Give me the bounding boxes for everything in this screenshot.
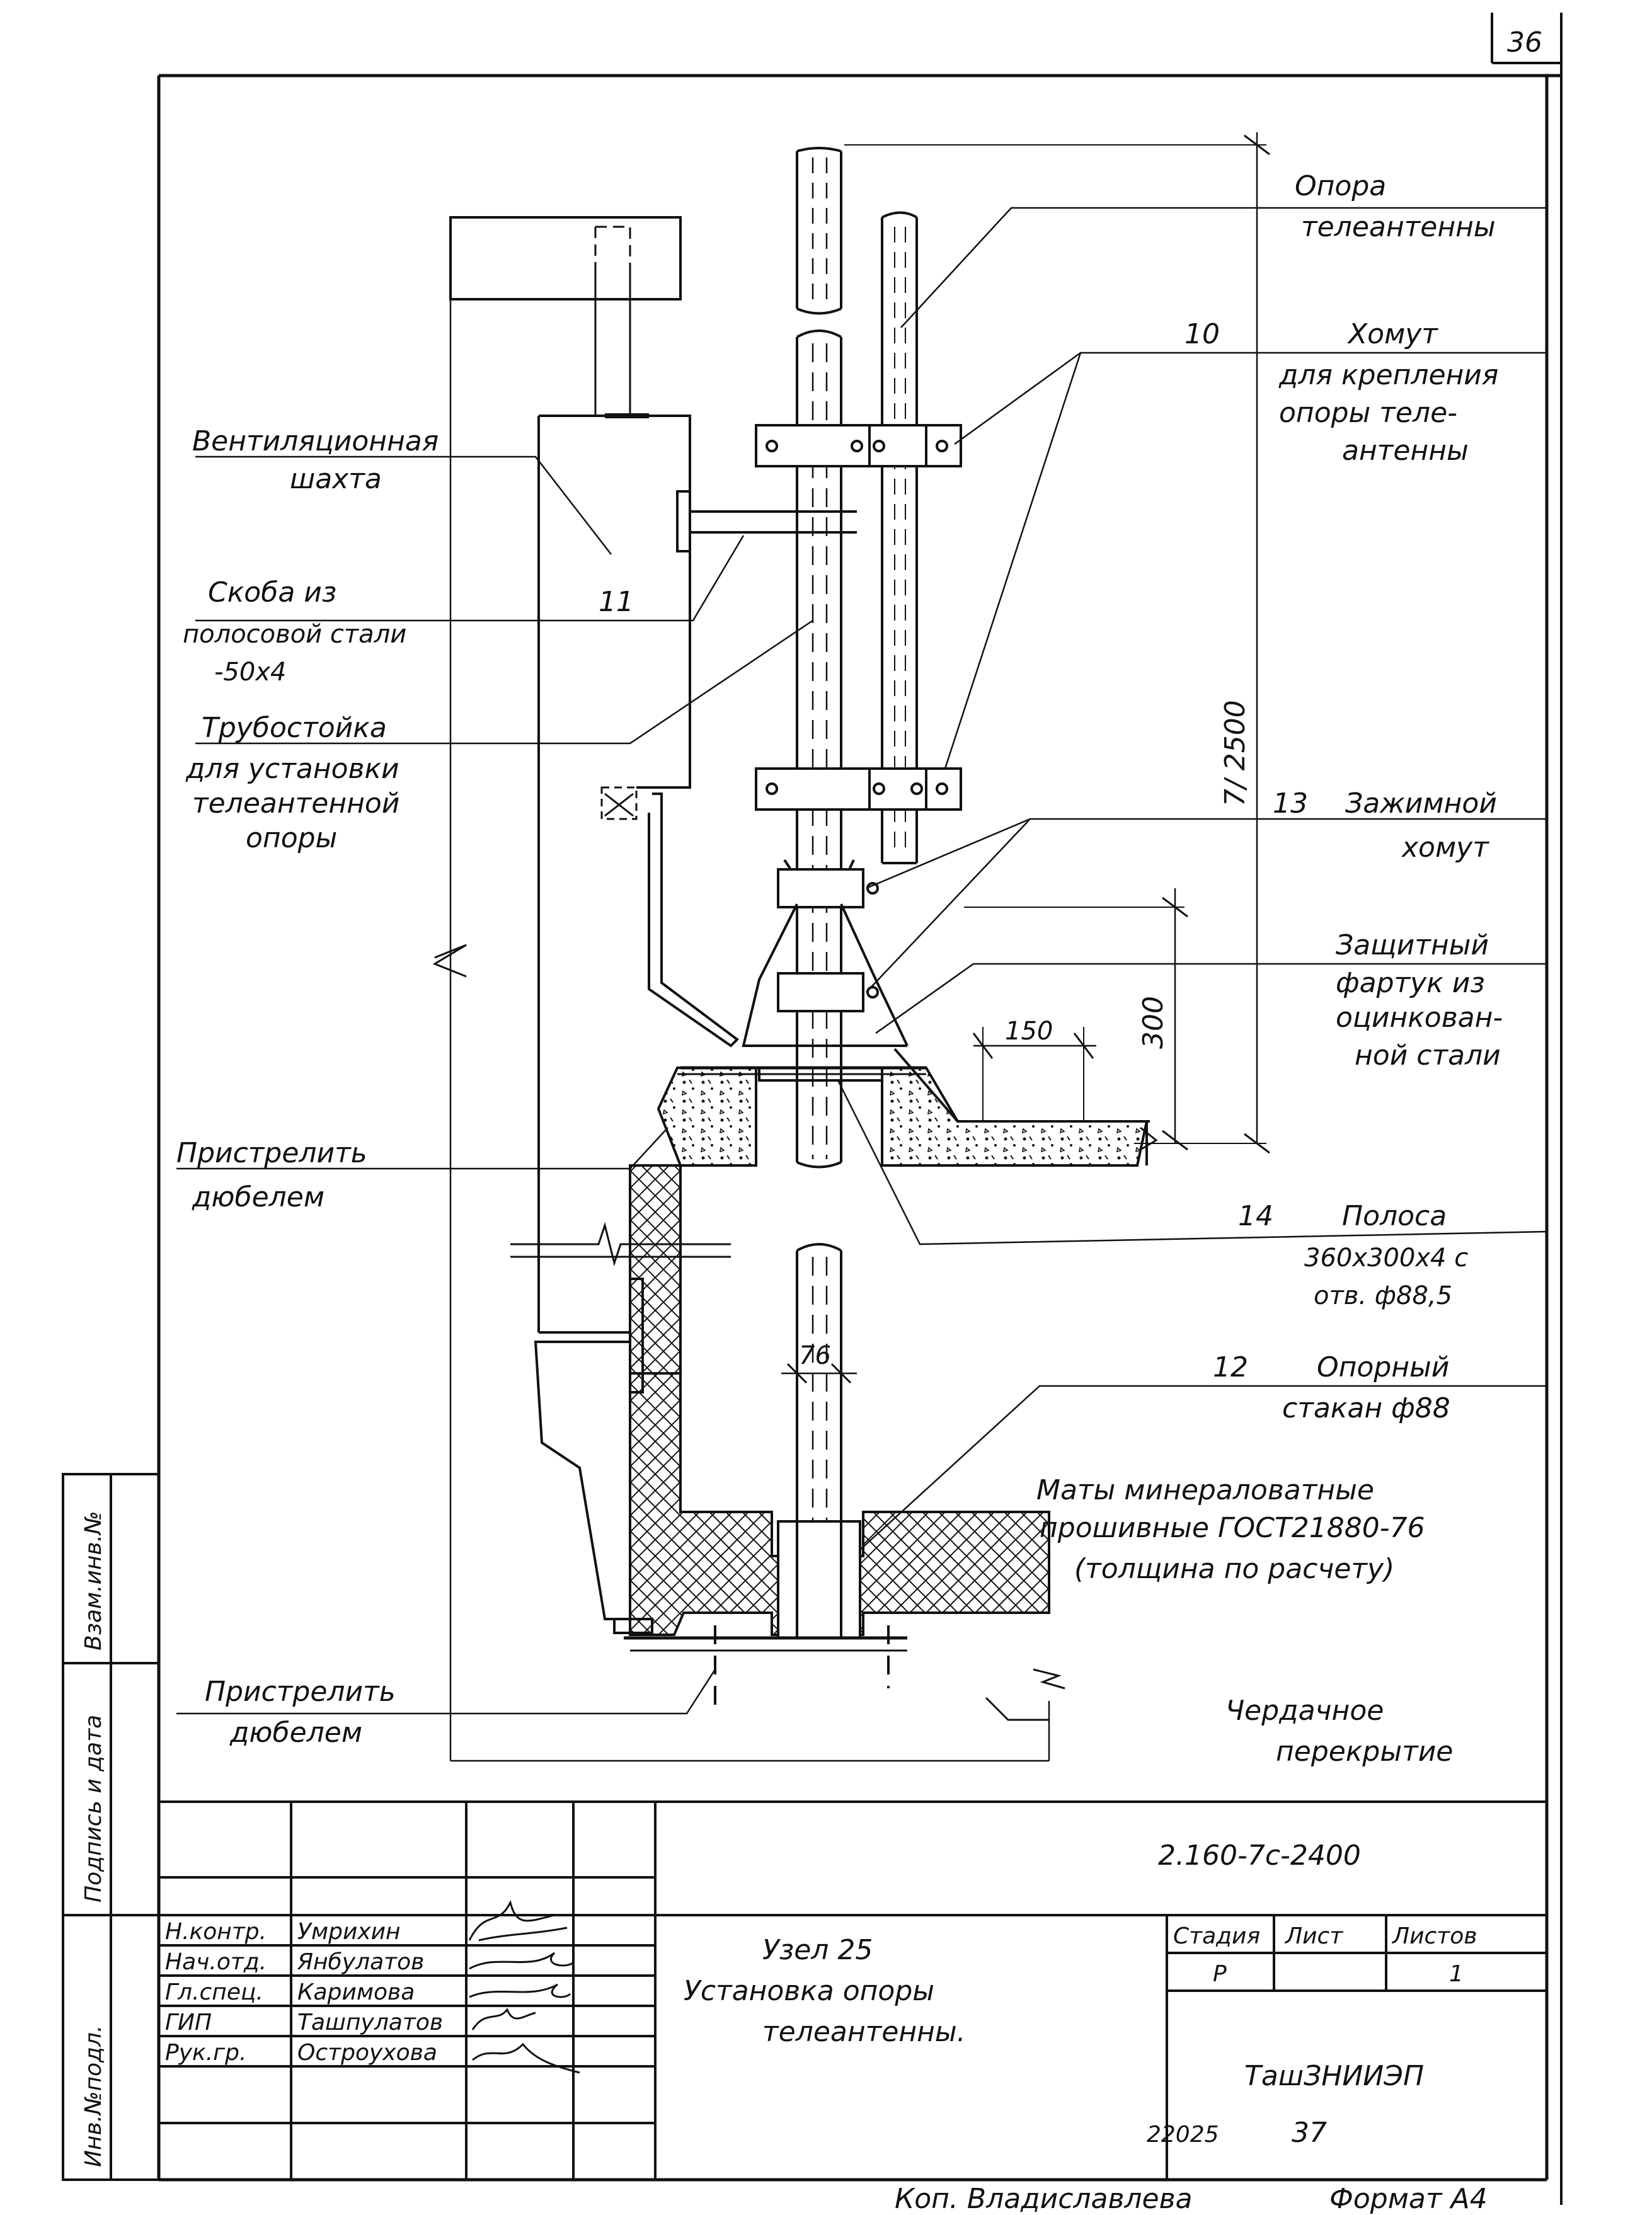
label-pos13: 13: [1273, 787, 1308, 820]
dimension-pipe-diameter: 76: [799, 1341, 831, 1370]
title-line-1: Узел 25: [762, 1934, 873, 1966]
label-truba-line4: опоры: [246, 822, 337, 854]
order-number: 22025: [1147, 2122, 1219, 2148]
label-perek-line1: Чердачное: [1225, 1695, 1384, 1727]
label-truba-line1: Трубостойка: [202, 712, 387, 744]
label-maty-line1: Маты минераловатные: [1036, 1474, 1374, 1506]
side-stamp-inv-orig: Инв.№подл.: [81, 2025, 106, 2167]
label-opora-line1: Опора: [1295, 170, 1386, 202]
label-skoba-line1: Скоба из: [208, 576, 336, 609]
signature-name: Ташпулатов: [297, 2010, 443, 2035]
label-zazh-line2: хомут: [1401, 832, 1489, 864]
dimension-apron-width: 150: [1005, 1017, 1053, 1046]
label-zazh-line1: Зажимной: [1345, 787, 1497, 820]
title-line-3: телеантенны.: [762, 2016, 966, 2048]
label-zash-line1: Защитный: [1336, 929, 1489, 961]
label-polosa-line2: 360х300х4 с: [1304, 1244, 1468, 1273]
label-polosa-line1: Полоса: [1342, 1200, 1447, 1232]
dimension-apron-height: 300: [1137, 996, 1169, 1049]
signature-name: Умрихин: [297, 1919, 401, 1945]
label-prist2-line1: Пристрелить: [205, 1676, 396, 1708]
order-suffix: 37: [1292, 2117, 1327, 2149]
sheets-value: 1: [1449, 1961, 1464, 1987]
paper-format: Формат А4: [1329, 2183, 1488, 2215]
label-khomut-line1: Хомут: [1347, 318, 1438, 350]
copier-name: Коп. Владиславлева: [895, 2183, 1192, 2215]
side-stamp-signature-date: Подпись и дата: [81, 1715, 106, 1903]
label-zash-line2: фартук из: [1336, 967, 1485, 999]
label-pos11: 11: [599, 586, 634, 618]
label-stakan-line1: Опорный: [1317, 1351, 1449, 1383]
label-polosa-line3: отв. ф88,5: [1314, 1281, 1452, 1310]
signature-role: Рук.гр.: [165, 2040, 246, 2066]
label-zash-line3: оцинкован-: [1336, 1002, 1503, 1034]
sheet-header: Лист: [1284, 1923, 1343, 1949]
label-skoba-line2: полосовой стали: [183, 620, 406, 649]
title-block-frame: [159, 1800, 1547, 2180]
label-khomut-line2: для крепления: [1278, 359, 1498, 391]
label-maty-line2: прошивные ГОСТ21880-76: [1040, 1512, 1425, 1544]
signature-role: Гл.спец.: [165, 1979, 263, 2005]
organization: ТашЗНИИЭП: [1244, 2060, 1424, 2092]
label-truba-line3: телеантенной: [192, 787, 399, 820]
label-pos14: 14: [1238, 1200, 1273, 1232]
drawing-geometry: [176, 132, 1547, 1762]
label-prist1-line1: Пристрелить: [176, 1137, 367, 1169]
side-stamp-replace-inv: Взам.инв.№: [81, 1511, 106, 1651]
handwritten-signatures: [468, 1899, 580, 2074]
sheets-header: Листов: [1391, 1923, 1477, 1949]
drawing-labels: Опора телеантенны 10 Хомут для крепления…: [176, 170, 1503, 1768]
label-maty-line3: (толщина по расчету): [1074, 1553, 1394, 1585]
label-pos12: 12: [1213, 1351, 1248, 1383]
stage-header: Стадия: [1173, 1923, 1260, 1949]
label-skoba-line3: -50х4: [214, 658, 286, 687]
page-number: 36: [1507, 26, 1542, 59]
label-stakan-line2: стакан ф88: [1282, 1392, 1450, 1424]
signature-role: Н.контр.: [165, 1919, 267, 1945]
label-vent-line2: шахта: [290, 463, 382, 495]
label-opora-line2: телеантенны: [1301, 211, 1496, 243]
label-zash-line4: ной стали: [1355, 1039, 1501, 1072]
signature-name: Янбулатов: [297, 1949, 424, 1975]
title-line-2: Установка опоры: [684, 1975, 934, 2007]
document-code: 2.160-7с-2400: [1158, 1840, 1361, 1872]
label-khomut-line3: опоры теле-: [1279, 397, 1457, 429]
signature-role: Нач.отд.: [165, 1949, 267, 1975]
side-stamp-frame: [62, 1473, 160, 2181]
label-perek-line2: перекрытие: [1276, 1736, 1453, 1768]
label-vent-line1: Вентиляционная: [192, 425, 439, 457]
label-pos10: 10: [1185, 318, 1220, 350]
stage-value: Р: [1213, 1961, 1227, 1987]
dimension-total-height: 7/ 2500: [1219, 700, 1251, 806]
label-khomut-line4: антенны: [1342, 435, 1469, 467]
signature-role: ГИП: [165, 2010, 212, 2035]
label-truba-line2: для установки: [185, 753, 399, 785]
signature-name: Каримова: [297, 1979, 415, 2005]
label-prist1-line2: дюбелем: [192, 1181, 324, 1213]
label-prist2-line2: дюбелем: [229, 1717, 362, 1749]
signature-name: Остроухова: [297, 2040, 437, 2066]
